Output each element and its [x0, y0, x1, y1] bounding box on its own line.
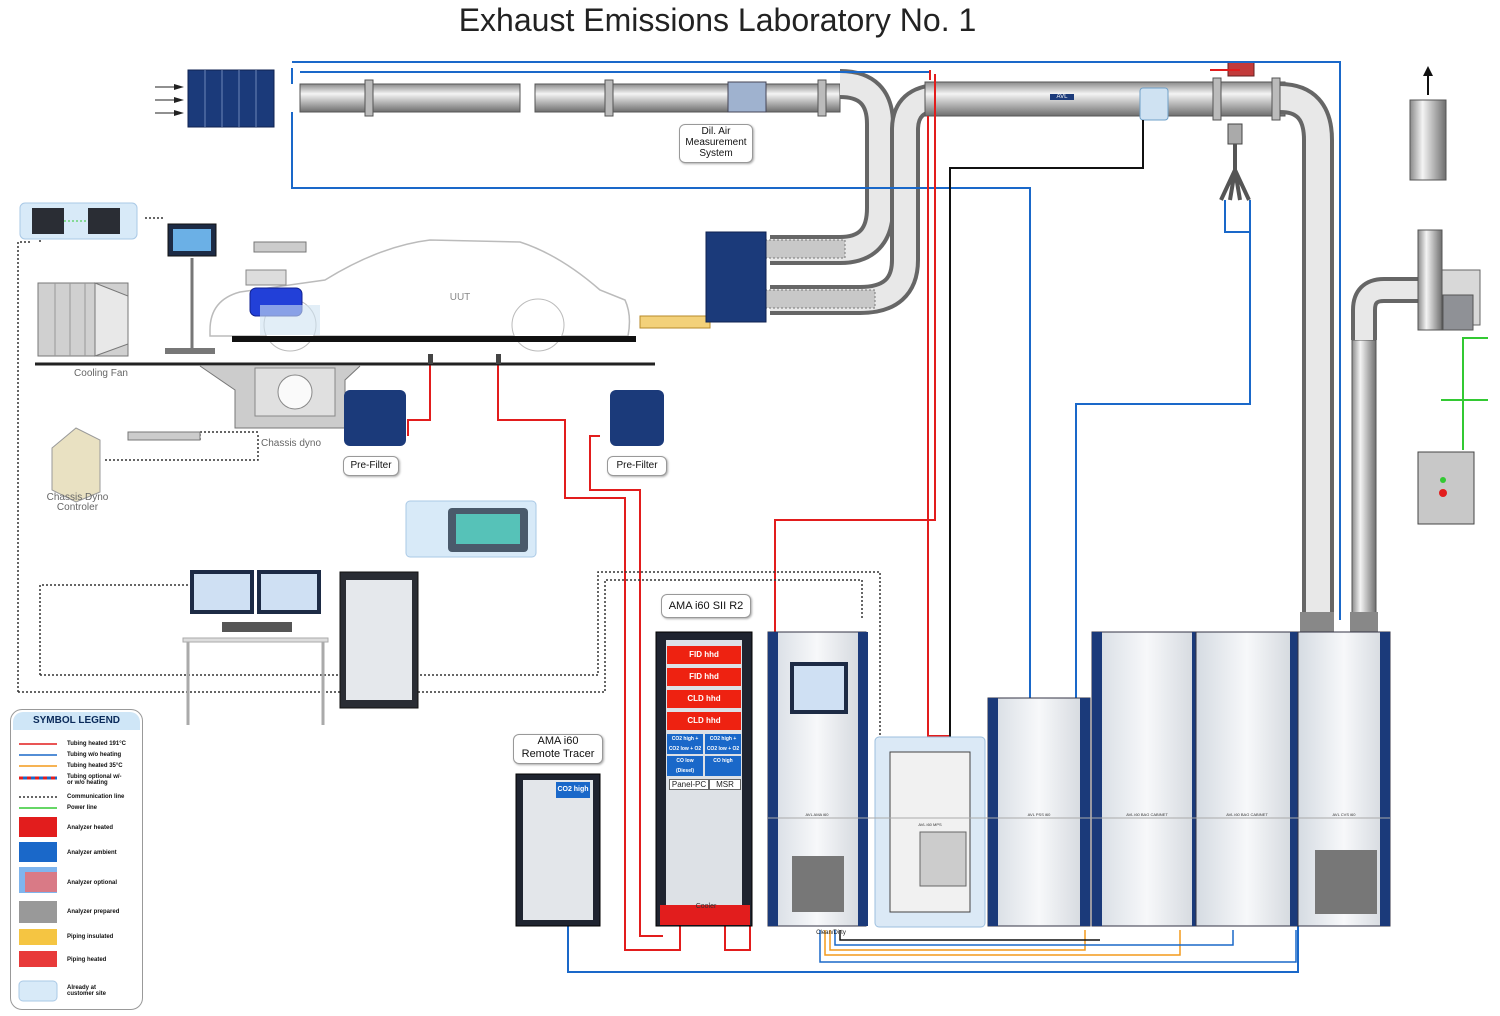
analyzer-cabinets	[767, 631, 1391, 928]
prefilter-label-1: Pre-Filter	[343, 456, 399, 476]
power-line	[1462, 337, 1488, 450]
remote-tracer-rack	[515, 773, 601, 927]
cabinet-label-mps: AVL i60 MPS	[918, 822, 942, 827]
legend-item-analyzer-optional: Analyzer optional	[67, 880, 118, 886]
dilution-tunnel	[155, 61, 1481, 634]
rack-module-co-low: CO low (Diesel)	[667, 756, 703, 776]
control-panel-box	[1417, 451, 1475, 525]
panel-pc-label: Panel-PC	[669, 779, 709, 790]
rack-module-co-high: CO high	[705, 756, 741, 776]
dyno-controller-pc	[51, 427, 201, 503]
cable-bundle	[819, 930, 1297, 963]
portable-analyzer	[405, 500, 537, 558]
cabinet-label-bag-2: AVL i60 BAG CABINET	[1226, 812, 1268, 817]
legend-swatches	[18, 743, 58, 1002]
legend-item-customer-site: Already at customer site	[67, 985, 107, 997]
chassis-dyno-label: Chassis dyno	[260, 438, 322, 449]
rack-module-co2-1: CO2 high + CO2 low + O2	[667, 734, 703, 754]
rack-module-cld-2: CLD hhd	[667, 712, 741, 730]
cooling-fan-label: Cooling Fan	[74, 368, 128, 379]
rack-module-fid-1: FID hhd	[667, 646, 741, 664]
avl-logo-tunnel: AVL	[1050, 94, 1074, 100]
cabinet-label-cvs: AVL CVS i60	[1332, 812, 1356, 817]
ama-sii-label: AMA i60 SII R2	[661, 594, 751, 618]
dil-air-label: Dil. Air Measurement System	[679, 124, 753, 163]
uut-label: UUT	[449, 292, 471, 303]
legend-item-heated-tubing: Tubing heated 191°C	[67, 741, 126, 747]
ama-tracer-label: AMA i60 Remote Tracer	[513, 734, 603, 764]
cabinet-label-pss: AVL PSS i60	[1027, 812, 1051, 817]
cooling-fan	[37, 282, 129, 357]
prefilter-units	[344, 390, 664, 446]
legend-item-piping-heated: Piping heated	[67, 957, 107, 963]
clean-dirty-label: Clean/Dirty	[816, 930, 846, 936]
ambient-tubing	[291, 61, 1341, 973]
legend-item-analyzer-heated: Analyzer heated	[67, 825, 114, 831]
legend-item-tubing-optional: Tubing optional w/- or w/o heating	[67, 774, 122, 786]
tracer-module-co2: CO2 high	[556, 782, 590, 798]
legend-item-power-line: Power line	[67, 805, 98, 811]
msr-label: MSR	[709, 779, 741, 790]
rack-module-cld-1: CLD hhd	[667, 690, 741, 708]
rack-module-co2-2: CO2 high + CO2 low + O2	[705, 734, 741, 754]
remote-screens	[19, 202, 138, 240]
prefilter-label-2: Pre-Filter	[607, 456, 667, 476]
operator-workstation	[182, 570, 419, 725]
signal-line	[949, 120, 1144, 760]
driver-monitor	[165, 223, 307, 354]
cooler-label: Cooler	[695, 903, 717, 910]
legend-item-analyzer-prepared: Analyzer prepared	[67, 909, 120, 915]
legend-item-piping-insulated: Piping insulated	[67, 934, 114, 940]
vehicle-under-test	[35, 239, 655, 429]
cabinet-label-ama: AVL AMA i60	[805, 812, 829, 817]
page-title: Exhaust Emissions Laboratory No. 1	[458, 2, 977, 38]
cabinet-label-bag-1: AVL i60 BAG CABINET	[1126, 812, 1168, 817]
legend-item-analyzer-ambient: Analyzer ambient	[67, 850, 117, 856]
dyno-controller-label: Chassis Dyno Controler	[46, 492, 109, 513]
legend-item-tubing-no-heat: Tubing w/o heating	[67, 752, 122, 758]
rack-module-fid-2: FID hhd	[667, 668, 741, 686]
legend-item-tubing-35: Tubing heated 35°C	[67, 763, 123, 769]
legend-item-comm-line: Communication line	[67, 794, 125, 800]
legend-title: SYMBOL LEGEND	[13, 712, 140, 730]
symbol-legend: SYMBOL LEGEND Tubing heated 191°C Tubing…	[10, 709, 143, 1010]
